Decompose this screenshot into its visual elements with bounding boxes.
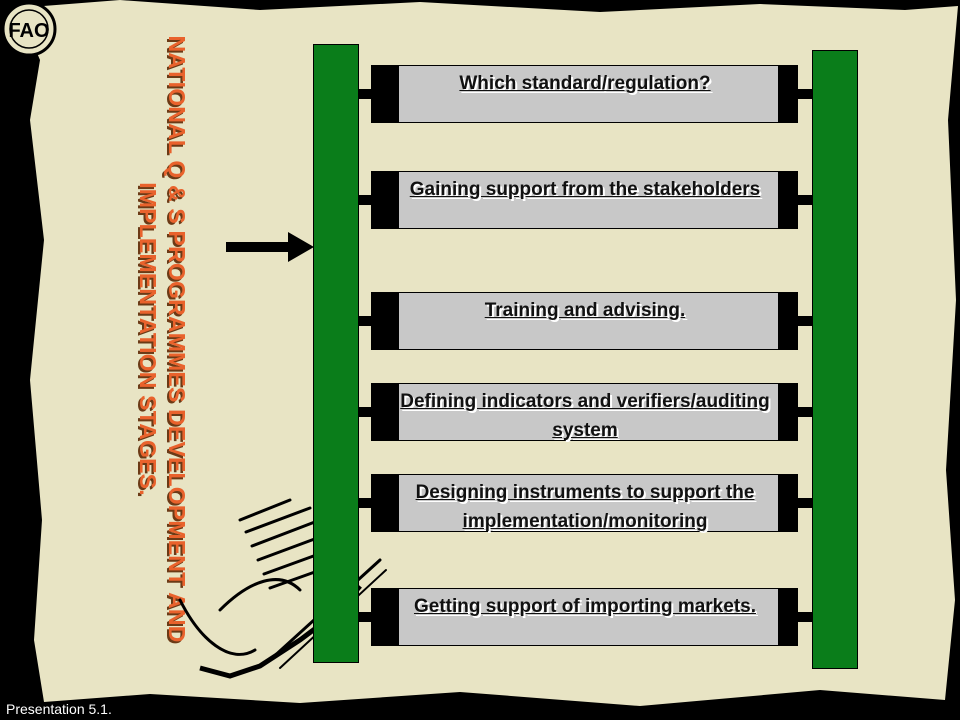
arrow-right-icon (226, 232, 314, 262)
stage-3-label: Training and advising. (484, 300, 686, 321)
stage-2-label: Gaining support from the stakeholders (409, 179, 761, 200)
stage-6: Getting support of importing markets. (359, 588, 812, 646)
stage-4: Defining indicators and verifiers/auditi… (359, 383, 812, 441)
stage-3: Training and advising. (359, 292, 812, 350)
presentation-number: Presentation 5.1. (6, 701, 112, 717)
fao-logo-icon: FAO (1, 1, 57, 57)
svg-text:FAO: FAO (8, 20, 49, 42)
stage-5-label: Designing instruments to support the imp… (415, 482, 755, 532)
stage-4-label: Defining indicators and verifiers/auditi… (400, 391, 770, 441)
stage-2: Gaining support from the stakeholders (359, 171, 812, 229)
rail-left (313, 44, 359, 663)
pen-writing-sketch-icon (178, 498, 387, 679)
stage-1-label: Which standard/regulation? (459, 73, 711, 94)
stage-1: Which standard/regulation? (359, 65, 812, 123)
stage-5: Designing instruments to support the imp… (359, 474, 812, 532)
rail-right (812, 50, 858, 669)
stage-6-label: Getting support of importing markets. (413, 596, 756, 617)
